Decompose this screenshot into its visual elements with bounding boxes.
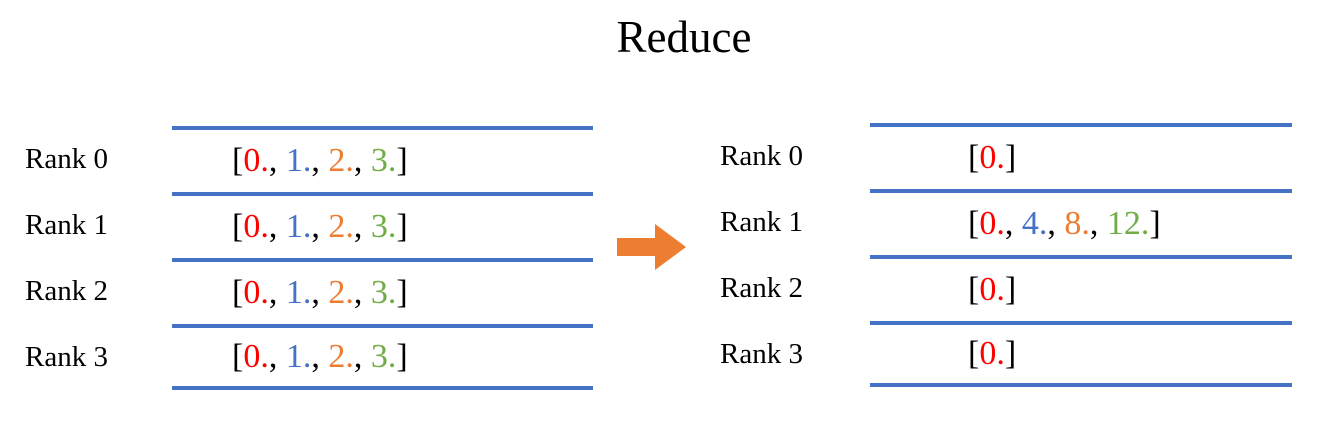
- tensor-cell: [0., 4., 8., 12.]: [870, 189, 1292, 255]
- output-tensors-panel: Rank 0 [0.] Rank 1 [0., 4., 8., 12.] Ran…: [720, 123, 1292, 387]
- tensor-segment: ,: [353, 274, 371, 311]
- tensor-segment: [: [232, 208, 244, 245]
- tensor-segment: 0.: [979, 271, 1005, 308]
- figure-title: Reduce: [616, 12, 752, 62]
- tensor-segment: 0.: [243, 208, 269, 245]
- input-tensors-panel: Rank 0 [0., 1., 2., 3.] Rank 1 [0., 1., …: [25, 126, 593, 390]
- tensor-value: [0.]: [968, 273, 1016, 307]
- tensor-segment: ,: [353, 338, 371, 375]
- tensor-segment: 0.: [243, 338, 269, 375]
- rank-row: Rank 0 [0.]: [720, 123, 1292, 189]
- tensor-segment: ]: [1004, 139, 1017, 176]
- tensor-segment: 1.: [285, 274, 312, 311]
- tensor-segment: 2.: [328, 338, 354, 375]
- tensor-cell: [0., 1., 2., 3.]: [172, 258, 593, 324]
- tensor-segment: 3.: [370, 338, 397, 375]
- tensor-segment: ,: [268, 208, 286, 245]
- tensor-segment: 3.: [370, 142, 397, 179]
- tensor-value: [0., 1., 2., 3.]: [232, 144, 408, 178]
- tensor-segment: [: [968, 205, 980, 242]
- tensor-segment: [: [968, 139, 980, 176]
- tensor-segment: ]: [1004, 271, 1017, 308]
- tensor-cell: [0.]: [870, 123, 1292, 189]
- tensor-segment: 3.: [370, 208, 397, 245]
- rank-label: Rank 2: [25, 274, 108, 307]
- rank-row: Rank 1 [0., 4., 8., 12.]: [720, 189, 1292, 255]
- tensor-segment: ,: [353, 142, 371, 179]
- tensor-segment: ]: [396, 208, 408, 245]
- tensor-segment: [: [232, 338, 244, 375]
- tensor-value: [0., 1., 2., 3.]: [232, 210, 408, 244]
- tensor-segment: ,: [268, 142, 286, 179]
- tensor-value: [0., 1., 2., 3.]: [232, 340, 408, 374]
- tensor-segment: 0.: [243, 142, 269, 179]
- tensor-segment: ]: [396, 338, 408, 375]
- tensor-segment: 3.: [370, 274, 397, 311]
- tensor-segment: ]: [396, 142, 408, 179]
- tensor-value: [0., 1., 2., 3.]: [232, 276, 408, 310]
- tensor-cell: [0., 1., 2., 3.]: [172, 126, 593, 192]
- tensor-segment: ,: [1004, 205, 1022, 242]
- tensor-segment: ,: [311, 208, 329, 245]
- rank-row: Rank 2 [0.]: [720, 255, 1292, 321]
- tensor-segment: ]: [1004, 335, 1017, 372]
- arrow-shaft: [617, 238, 655, 256]
- rank-row: Rank 1 [0., 1., 2., 3.]: [25, 192, 593, 258]
- rank-label: Rank 0: [25, 142, 108, 175]
- tensor-segment: ,: [311, 338, 329, 375]
- tensor-segment: ,: [353, 208, 371, 245]
- tensor-cell: [0., 1., 2., 3.]: [172, 324, 593, 390]
- rank-row: Rank 2 [0., 1., 2., 3.]: [25, 258, 593, 324]
- tensor-segment: ,: [1089, 205, 1107, 242]
- tensor-segment: 2.: [328, 274, 354, 311]
- arrow-head: [655, 224, 686, 270]
- tensor-segment: 2.: [328, 208, 354, 245]
- tensor-segment: 0.: [243, 274, 269, 311]
- rank-row: Rank 3 [0., 1., 2., 3.]: [25, 324, 593, 390]
- tensor-value: [0.]: [968, 337, 1016, 371]
- tensor-segment: 2.: [328, 142, 354, 179]
- tensor-segment: ,: [311, 274, 329, 311]
- tensor-segment: [: [232, 142, 244, 179]
- tensor-segment: 1.: [285, 338, 312, 375]
- tensor-segment: 8.: [1064, 205, 1090, 242]
- tensor-segment: [: [968, 335, 980, 372]
- rank-label: Rank 0: [720, 139, 803, 172]
- tensor-segment: ,: [268, 338, 286, 375]
- rank-row: Rank 3 [0.]: [720, 321, 1292, 387]
- tensor-segment: [: [968, 271, 980, 308]
- rank-label: Rank 1: [720, 205, 803, 238]
- tensor-segment: 4.: [1021, 205, 1048, 242]
- tensor-segment: 0.: [979, 139, 1005, 176]
- tensor-value: [0., 4., 8., 12.]: [968, 207, 1161, 241]
- rank-label: Rank 3: [720, 337, 803, 370]
- tensor-segment: 1.: [285, 208, 312, 245]
- rank-row: Rank 0 [0., 1., 2., 3.]: [25, 126, 593, 192]
- tensor-segment: ]: [396, 274, 408, 311]
- rank-label: Rank 3: [25, 340, 108, 373]
- reduce-arrow-icon: [617, 224, 686, 270]
- rank-label: Rank 1: [25, 208, 108, 241]
- tensor-segment: 12.: [1106, 205, 1150, 242]
- tensor-segment: 0.: [979, 335, 1005, 372]
- rank-label: Rank 2: [720, 271, 803, 304]
- tensor-segment: ,: [268, 274, 286, 311]
- tensor-segment: 1.: [285, 142, 312, 179]
- tensor-segment: 0.: [979, 205, 1005, 242]
- tensor-value: [0.]: [968, 141, 1016, 175]
- tensor-segment: ,: [311, 142, 329, 179]
- tensor-segment: [: [232, 274, 244, 311]
- tensor-cell: [0.]: [870, 255, 1292, 321]
- tensor-segment: ,: [1047, 205, 1065, 242]
- tensor-cell: [0.]: [870, 321, 1292, 387]
- tensor-cell: [0., 1., 2., 3.]: [172, 192, 593, 258]
- tensor-segment: ]: [1149, 205, 1161, 242]
